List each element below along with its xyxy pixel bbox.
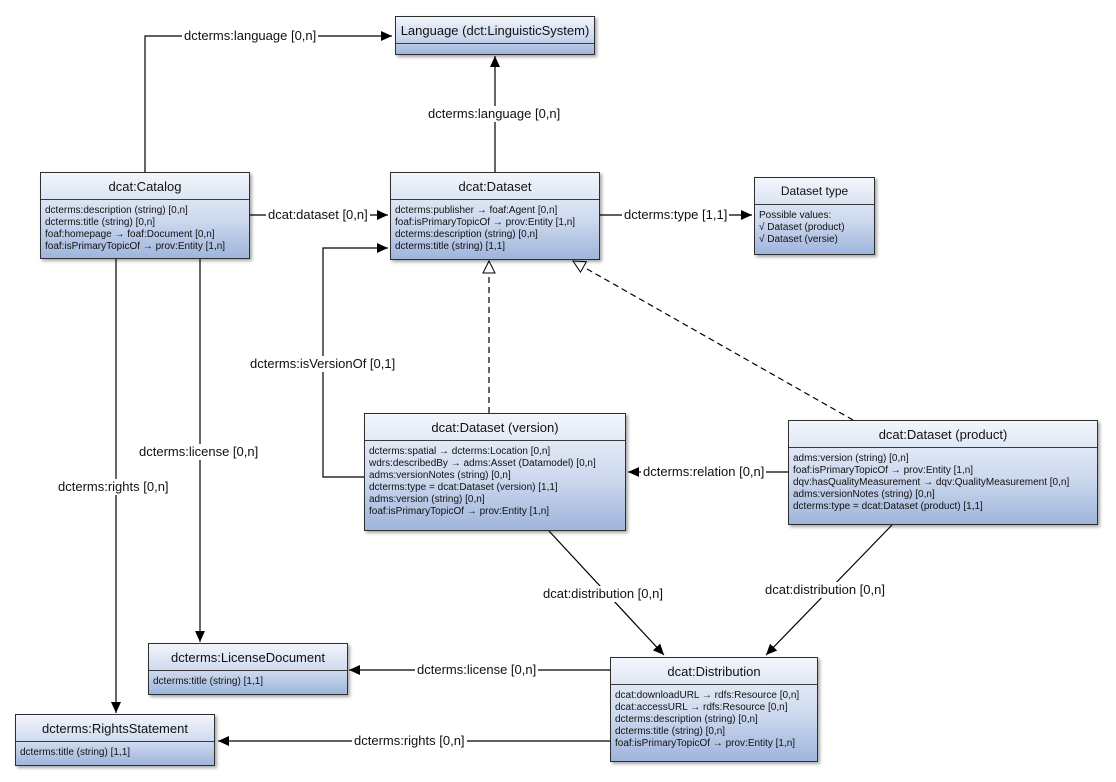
- attribute: √ Dataset (product): [759, 222, 845, 233]
- label-product-distribution: dcat:distribution [0,n]: [763, 582, 887, 598]
- label-dataset-language: dcterms:language [0,n]: [426, 106, 563, 122]
- attribute: adms:version (string) [0,n]: [369, 494, 485, 505]
- attribute: dcterms:type = dcat:Dataset (product) [1…: [793, 501, 983, 512]
- attribute: foaf:isPrimaryTopicOf → prov:Entity [1,n…: [45, 241, 226, 252]
- class-license-document[interactable]: dcterms:LicenseDocument dcterms:title (s…: [148, 643, 348, 695]
- attribute: √ Dataset (versie): [759, 234, 838, 245]
- attribute: wdrs:describedBy → adms:Asset (Datamodel…: [369, 458, 596, 469]
- label-relation: dcterms:relation [0,n]: [641, 464, 767, 480]
- class-dataset-type-name: Dataset type: [755, 178, 874, 205]
- class-distribution-name: dcat:Distribution: [611, 658, 817, 685]
- class-license-document-name: dcterms:LicenseDocument: [149, 644, 347, 671]
- attribute: foaf:isPrimaryTopicOf → prov:Entity [1,n…: [615, 738, 796, 749]
- attribute: adms:version (string) [0,n]: [793, 453, 909, 464]
- attribute: foaf:homepage → foaf:Document [0,n]: [45, 229, 215, 240]
- attribute: dcterms:title (string) [1,1]: [395, 241, 506, 252]
- class-catalog[interactable]: dcat:Catalog dcterms:description (string…: [40, 172, 250, 259]
- label-version-distribution: dcat:distribution [0,n]: [541, 586, 665, 602]
- class-rights-statement-attributes: dcterms:title (string) [1,1]: [16, 742, 214, 759]
- class-distribution-attributes: dcat:downloadURL → rdfs:Resource [0,n] d…: [611, 685, 817, 750]
- class-license-document-attributes: dcterms:title (string) [1,1]: [149, 671, 347, 688]
- class-dataset-product-name: dcat:Dataset (product): [789, 421, 1097, 448]
- class-rights-statement[interactable]: dcterms:RightsStatement dcterms:title (s…: [15, 714, 215, 766]
- class-rights-statement-name: dcterms:RightsStatement: [16, 715, 214, 742]
- class-dataset-version-name: dcat:Dataset (version): [365, 414, 625, 441]
- class-language-name: Language (dct:LinguisticSystem): [396, 17, 594, 44]
- attribute: dcterms:type = dcat:Dataset (version) [1…: [369, 482, 558, 493]
- attribute: foaf:isPrimaryTopicOf → prov:Entity [1,n…: [395, 217, 576, 228]
- class-dataset-product[interactable]: dcat:Dataset (product) adms:version (str…: [788, 420, 1098, 525]
- attribute: foaf:isPrimaryTopicOf → prov:Entity [1,n…: [369, 506, 550, 517]
- class-dataset-version[interactable]: dcat:Dataset (version) dcterms:spatial →…: [364, 413, 626, 531]
- label-catalog-license: dcterms:license [0,n]: [137, 444, 261, 460]
- label-catalog-rights: dcterms:rights [0,n]: [56, 479, 171, 495]
- label-catalog-dataset: dcat:dataset [0,n]: [266, 207, 370, 223]
- label-distribution-rights: dcterms:rights [0,n]: [352, 733, 467, 749]
- attribute: dcat:accessURL → rdfs:Resource [0,n]: [615, 702, 788, 713]
- attribute: dcat:downloadURL → rdfs:Resource [0,n]: [615, 690, 800, 701]
- edge-catalog-language: [144, 31, 392, 172]
- attribute: dcterms:spatial → dcterms:Location [0,n]: [369, 446, 551, 457]
- attribute: foaf:isPrimaryTopicOf → prov:Entity [1,n…: [793, 465, 974, 476]
- attribute: dcterms:description (string) [0,n]: [395, 229, 538, 240]
- attribute: adms:versionNotes (string) [0,n]: [369, 470, 511, 481]
- label-distribution-license: dcterms:license [0,n]: [415, 662, 539, 678]
- label-is-version-of: dcterms:isVersionOf [0,1]: [248, 356, 398, 372]
- class-distribution[interactable]: dcat:Distribution dcat:downloadURL → rdf…: [610, 657, 818, 762]
- attribute: dcterms:description (string) [0,n]: [615, 714, 758, 725]
- attribute: Possible values:: [759, 210, 832, 221]
- class-language[interactable]: Language (dct:LinguisticSystem): [395, 16, 595, 55]
- attribute: dcterms:publisher → foaf:Agent [0,n]: [395, 205, 558, 216]
- label-catalog-language: dcterms:language [0,n]: [182, 28, 319, 44]
- class-dataset-type-attributes: Possible values: √ Dataset (product) √ D…: [755, 205, 874, 246]
- edge-product-generalization: [573, 261, 854, 421]
- attribute: dcterms:title (string) [0,n]: [615, 726, 726, 737]
- class-dataset-version-attributes: dcterms:spatial → dcterms:Location [0,n]…: [365, 441, 625, 518]
- class-catalog-attributes: dcterms:description (string) [0,n] dcter…: [41, 200, 249, 253]
- class-dataset-product-attributes: adms:version (string) [0,n] foaf:isPrima…: [789, 448, 1097, 513]
- attribute: dcterms:title (string) [1,1]: [153, 676, 264, 687]
- class-dataset-name: dcat:Dataset: [391, 173, 599, 200]
- class-dataset[interactable]: dcat:Dataset dcterms:publisher → foaf:Ag…: [390, 172, 600, 260]
- attribute: dqv:hasQualityMeasurement → dqv:QualityM…: [793, 477, 1070, 488]
- attribute: dcterms:description (string) [0,n]: [45, 205, 188, 216]
- class-catalog-name: dcat:Catalog: [41, 173, 249, 200]
- attribute: adms:versionNotes (string) [0,n]: [793, 489, 935, 500]
- label-dataset-type: dcterms:type [1,1]: [622, 207, 730, 223]
- attribute: dcterms:title (string) [0,n]: [45, 217, 156, 228]
- class-dataset-attributes: dcterms:publisher → foaf:Agent [0,n] foa…: [391, 200, 599, 253]
- class-dataset-type[interactable]: Dataset type Possible values: √ Dataset …: [754, 177, 875, 255]
- attribute: dcterms:title (string) [1,1]: [20, 747, 131, 758]
